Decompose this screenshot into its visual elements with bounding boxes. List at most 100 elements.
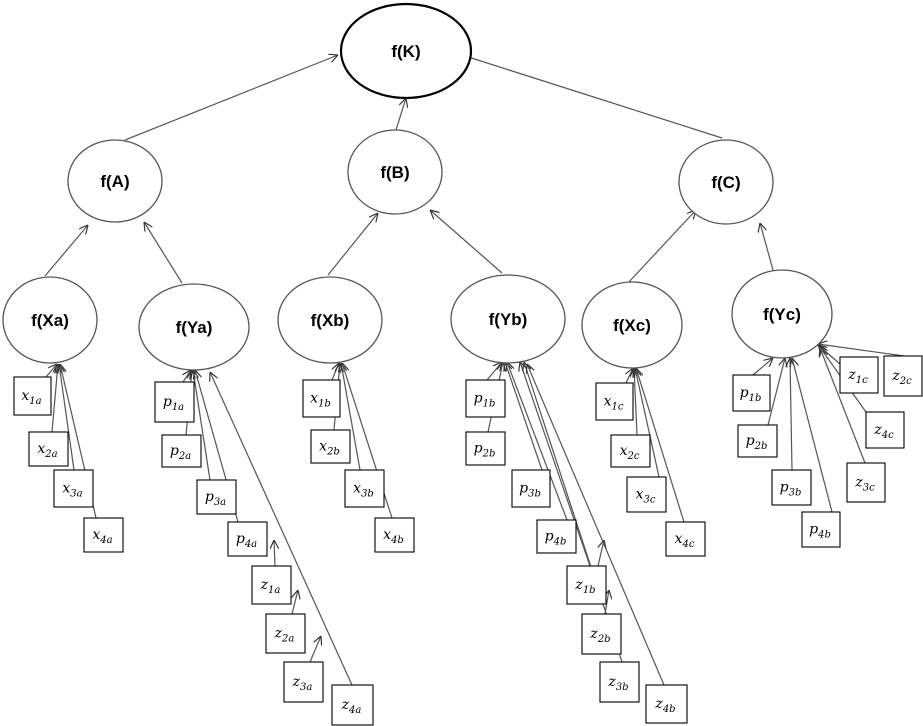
variable-label: z1a (260, 577, 281, 596)
edge-z1b (597, 540, 604, 567)
variable-box-frame (732, 374, 771, 412)
variable-subscript: 3a (214, 497, 226, 508)
variable-label: p2b (474, 441, 496, 460)
edge-z1c (818, 345, 841, 365)
edge-z2a (291, 590, 298, 615)
edge-p2b-c (767, 358, 785, 426)
variable-box-p4b: p4b (536, 519, 577, 554)
edge-z3c (820, 348, 866, 464)
edge-p3b-c (790, 358, 792, 471)
variable-symbol: z (873, 422, 882, 438)
variable-box-x3a: x3a (53, 469, 94, 508)
variable-symbol: z (847, 367, 856, 383)
variable-subscript: 1a (29, 396, 41, 407)
variable-subscript: 2a (281, 634, 294, 645)
variable-symbol: z (274, 626, 283, 642)
variable-label: p4a (236, 531, 257, 550)
variable-box-p1b-c: p1b (732, 374, 771, 412)
variable-subscript: 4b (817, 530, 831, 541)
variable-subscript: 2b (754, 441, 768, 452)
variable-box-frame (53, 469, 94, 508)
edge-Xb-B (327, 213, 378, 276)
variable-symbol: x (21, 388, 29, 404)
tree-edges (44, 55, 774, 284)
variable-box-x2b: x2b (310, 429, 351, 464)
variable-label: p1b (740, 385, 762, 404)
edge-z4a (210, 372, 353, 686)
variable-label: p2b (746, 433, 768, 452)
variable-symbol: x (319, 439, 327, 455)
variable-symbol: x (620, 443, 628, 459)
variable-label: x2a (37, 441, 57, 460)
variable-label: z4a (341, 697, 362, 716)
node-f-Yb-label: f(Yb) (489, 310, 528, 329)
variable-box-p1a: p1a (154, 381, 195, 423)
variable-subscript: 1b (749, 393, 762, 404)
variable-symbol: p (519, 481, 528, 497)
variable-box-x2a: x2a (28, 431, 69, 467)
variable-subscript: 1b (583, 585, 596, 596)
variable-label: p1a (163, 394, 184, 413)
variable-box-frame (566, 565, 607, 605)
variable-label: z3a (292, 674, 313, 693)
variable-subscript: 2b (597, 634, 611, 645)
variable-symbol: x (675, 531, 683, 547)
variable-label: x4b (383, 527, 404, 546)
variable-box-frame (13, 376, 52, 416)
variable-subscript: 2b (482, 449, 496, 460)
variable-symbol: p (740, 385, 749, 401)
variable-box-frame (302, 379, 341, 418)
variable-label: z3c (854, 475, 875, 494)
edge-Ya-A (144, 222, 183, 284)
variable-box-frame (846, 462, 886, 503)
variable-box-frame (265, 613, 306, 654)
variable-box-z3c: z3c (846, 462, 886, 503)
variable-label: x3c (636, 487, 656, 506)
variable-box-z1c: z1c (839, 356, 879, 394)
variable-symbol: x (604, 394, 612, 410)
variable-symbol: x (37, 441, 45, 457)
variable-symbol: p (780, 480, 789, 496)
variable-subscript: 4a (244, 539, 257, 550)
variable-symbol: z (574, 577, 583, 593)
edge-z1b-main (520, 362, 591, 567)
node-f-K-label: f(K) (391, 42, 420, 61)
edge-x1a (45, 364, 57, 378)
variable-box-frame (227, 521, 268, 557)
variable-subscript: 2c (626, 451, 639, 462)
node-f-Ya: f(Ya) (138, 283, 250, 371)
variable-box-p3b: p3b (511, 469, 551, 508)
edge-Yc-C (760, 223, 774, 271)
variable-box-frame (374, 517, 415, 553)
variable-box-z2c: z2c (883, 355, 923, 397)
edge-p3a (193, 370, 211, 481)
variable-boxes: x1ax2ax3ax4ap1ap2ap3ap4az1az2az3az4ax1bx… (13, 355, 923, 726)
variable-box-p1b: p1b (465, 379, 506, 418)
edge-z1a (274, 540, 275, 567)
edge-z3b (524, 362, 623, 663)
variable-subscript: 2b (326, 447, 340, 458)
variable-subscript: 1c (856, 375, 868, 386)
variable-box-z1a: z1a (251, 565, 292, 605)
variable-symbol: z (891, 368, 900, 384)
variable-box-frame (839, 356, 879, 394)
variable-symbol: z (589, 626, 598, 642)
variable-subscript: 3c (863, 483, 875, 494)
edge-x3a (59, 364, 75, 471)
variable-box-frame (665, 521, 706, 557)
variable-symbol: p (205, 489, 214, 505)
node-f-Ya-label: f(Ya) (176, 318, 213, 337)
variable-box-frame (599, 661, 640, 703)
node-f-Yc-label: f(Yc) (763, 305, 801, 324)
variable-box-p3b-c: p3b (771, 469, 812, 506)
variable-label: z3b (607, 674, 628, 693)
node-f-C: f(C) (678, 139, 774, 225)
variable-symbol: x (92, 527, 100, 543)
variable-label: p4b (545, 529, 567, 548)
variable-label: p3a (205, 489, 226, 508)
variable-box-frame (196, 479, 237, 515)
variable-subscript: 4c (881, 430, 894, 441)
variable-box-p4a: p4a (227, 521, 268, 557)
variable-subscript: 4b (390, 535, 404, 546)
variable-subscript: 3b (528, 489, 541, 500)
